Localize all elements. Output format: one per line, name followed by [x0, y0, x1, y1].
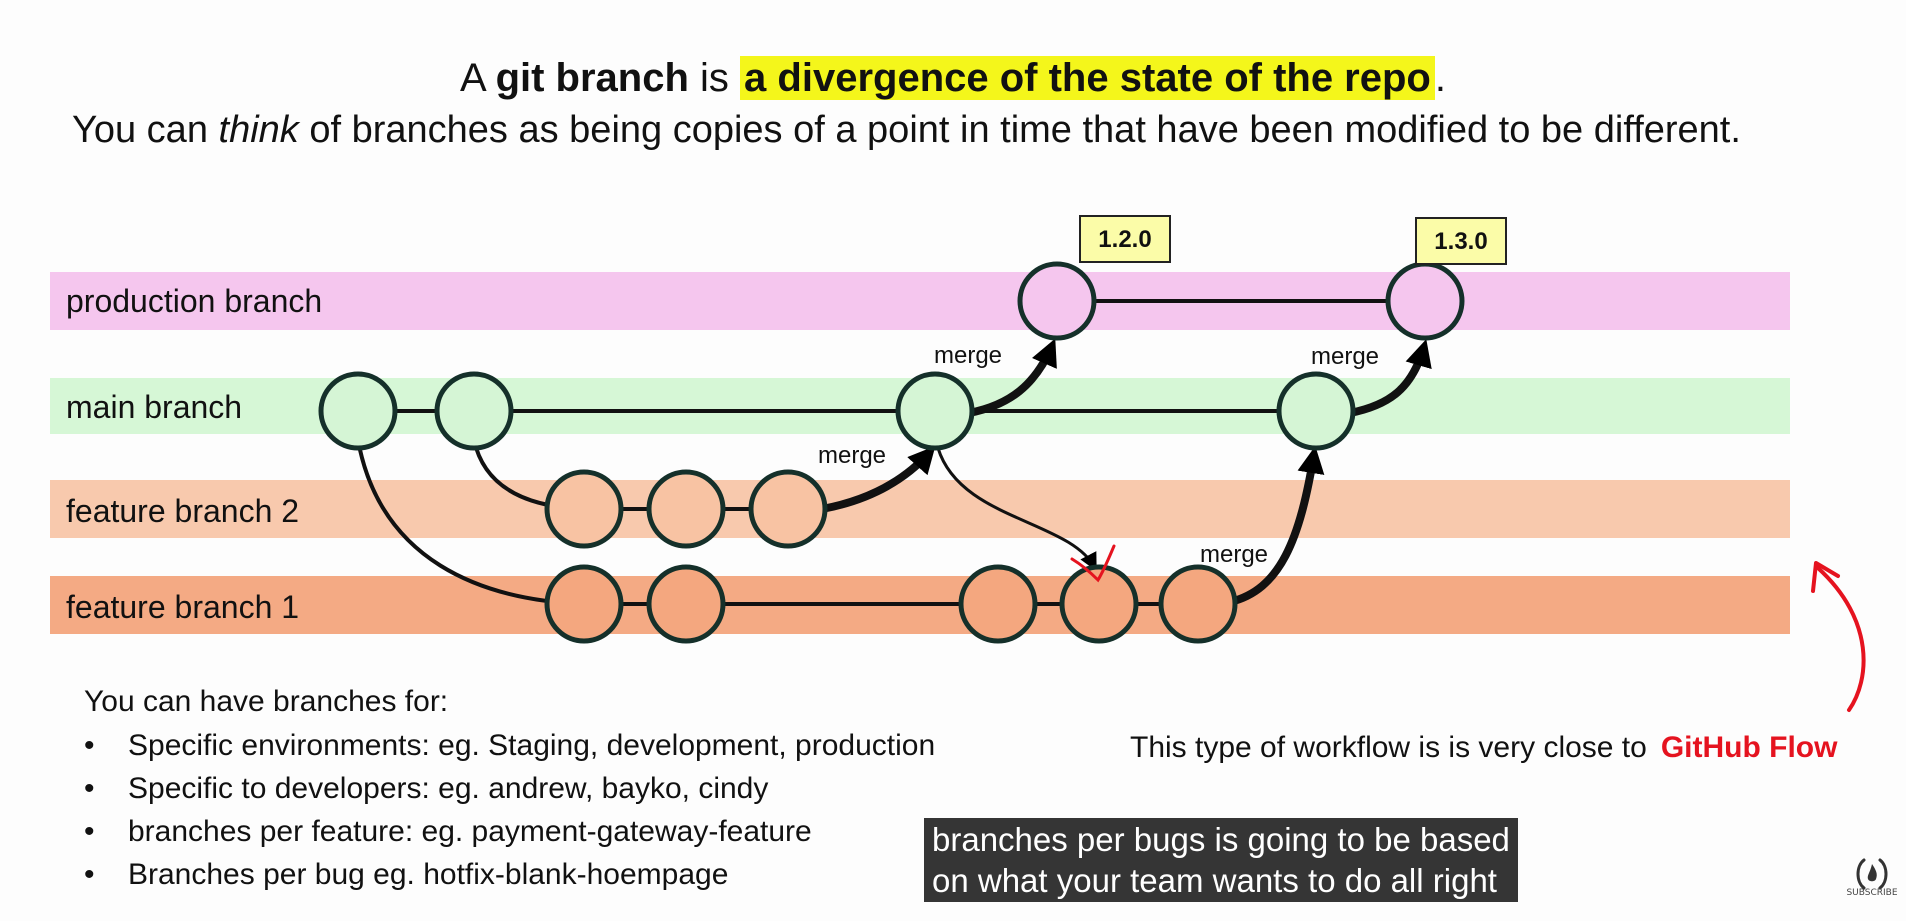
branch-list-item: • branches per feature: eg. payment-gatew… [84, 810, 935, 853]
commit-node [1276, 371, 1356, 451]
lane-label-feature-2: feature branch 2 [66, 493, 299, 529]
title-prefix: A [459, 56, 496, 100]
merge-arrow-main-to-production-2 [1349, 339, 1432, 417]
version-tag-box-2 [1415, 217, 1507, 265]
merge-label: merge [934, 342, 1002, 369]
commit-node [748, 469, 828, 549]
subtitle-after: of branches as being copies of a point i… [298, 109, 1741, 151]
caption-line-1: branches per bugs is going to be based [932, 821, 1510, 858]
commit-node [434, 371, 514, 451]
branch-list-item: • Specific to developers: eg. andrew, bay… [84, 767, 935, 810]
subtitle-before: You can [72, 109, 219, 151]
bullet: • [84, 729, 95, 762]
title-term: git branch [495, 56, 689, 100]
merge-label: merge [1311, 343, 1379, 370]
bullet: • [84, 858, 95, 891]
merge-label: merge [1200, 541, 1268, 568]
title-highlight: a divergence of the state of the repo [740, 56, 1435, 100]
bullet: • [84, 815, 95, 848]
red-pointer-arrowhead [1811, 561, 1840, 593]
github-flow-label: GitHub Flow [1660, 731, 1838, 764]
commit-node [1385, 261, 1465, 341]
video-caption: branches per bugs is going to be based o… [924, 818, 1518, 902]
workflow-note: This type of workflow is is very close t… [1130, 728, 1837, 768]
commit-node [1059, 564, 1139, 644]
commit-node [544, 564, 624, 644]
workflow-note-text: This type of workflow is is very close t… [1130, 731, 1647, 764]
branch-list-intro: You can have branches for: [84, 685, 449, 718]
title-suffix: . [1434, 56, 1446, 100]
branch-list-item-text: Specific to developers: eg. andrew, bayk… [128, 772, 769, 805]
commit-node [544, 469, 624, 549]
subtitle-emphasis: think [218, 109, 299, 151]
version-tag-1-3-0: 1.3.0 [1434, 228, 1487, 255]
branch-list-item-text: Specific environments: eg. Staging, deve… [128, 729, 936, 762]
merge-arrow-main-to-production-1 [968, 338, 1057, 417]
commit-node [646, 564, 726, 644]
subscribe-button[interactable]: SUBSCRIBE [1846, 888, 1898, 898]
merge-arrow-feature-2-to-main [821, 445, 936, 513]
freecodecamp-logo-icon[interactable] [1850, 852, 1894, 896]
lane-label-feature-1: feature branch 1 [66, 589, 299, 625]
branch-off-feature-1-curve [356, 439, 585, 606]
merge-arrow-feature-1-to-main [1228, 445, 1325, 606]
merge-label: merge [818, 442, 886, 469]
rebase-arrow-main-to-feature-1 [936, 447, 1097, 572]
bullet: • [84, 772, 95, 805]
red-pointer-arrow-annotation [1816, 566, 1866, 712]
branch-list: • Specific environments: eg. Staging, dev… [84, 724, 935, 896]
branch-list-item-text: branches per feature: eg. payment-gatewa… [128, 815, 812, 848]
red-checkmark-annotation [1070, 544, 1116, 583]
slide-title: A git branch is a divergence of the stat… [0, 50, 1906, 106]
lane-label-production: production branch [66, 283, 322, 319]
commit-node [958, 564, 1038, 644]
slide-subtitle: You can think of branches as being copie… [72, 104, 1741, 156]
version-tag-box-1 [1079, 215, 1171, 263]
branch-list-item: • Specific environments: eg. Staging, dev… [84, 724, 935, 767]
lane-label-main: main branch [66, 389, 242, 425]
caption-line-2: on what your team wants to do all right [932, 862, 1497, 899]
commit-node [895, 371, 975, 451]
version-tag-1-2-0: 1.2.0 [1098, 226, 1151, 253]
commit-node [646, 469, 726, 549]
title-middle: is [688, 56, 741, 100]
commit-node [318, 371, 398, 451]
lane-band-production [50, 272, 1790, 330]
commit-node [1158, 564, 1238, 644]
lane-band-feature-2 [50, 480, 1790, 538]
commit-node [1017, 261, 1097, 341]
branch-list-item-text: Branches per bug eg. hotfix-blank-hoempa… [128, 858, 729, 891]
branch-list-item: • Branches per bug eg. hotfix-blank-hoemp… [84, 853, 935, 896]
